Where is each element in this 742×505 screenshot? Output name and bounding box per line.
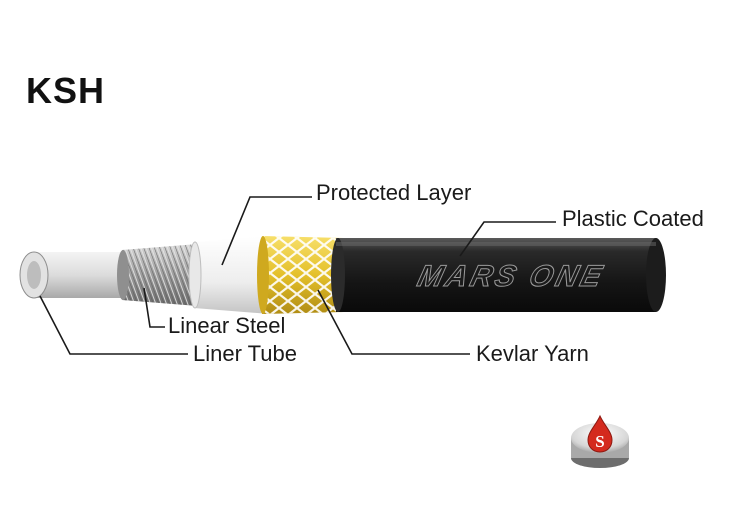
leader-linear-steel bbox=[143, 287, 165, 328]
leader-lines bbox=[39, 196, 556, 355]
liner-tube-segment bbox=[19, 251, 130, 299]
leader-liner-tube bbox=[39, 295, 188, 355]
plastic-coated-jacket bbox=[331, 238, 666, 312]
protected-layer-segment bbox=[188, 236, 270, 314]
drop-icon bbox=[587, 414, 613, 453]
label-protected-layer: Protected Layer bbox=[316, 180, 472, 205]
label-plastic-coated: Plastic Coated bbox=[562, 206, 704, 231]
page-title: KSH bbox=[26, 70, 106, 111]
linear-steel-segment bbox=[117, 244, 198, 306]
leader-kevlar-yarn bbox=[317, 289, 470, 355]
brand-logo: S bbox=[571, 414, 629, 468]
leader-protected-layer bbox=[221, 196, 312, 266]
logo-letter: S bbox=[595, 432, 604, 451]
kevlar-yarn-segment bbox=[257, 236, 344, 314]
cable-brand-print: MARS ONE bbox=[414, 259, 608, 292]
label-linear-steel: Linear Steel bbox=[168, 313, 286, 338]
label-liner-tube: Liner Tube bbox=[193, 341, 297, 366]
label-kevlar-yarn: Kevlar Yarn bbox=[476, 341, 589, 366]
leader-plastic-coated bbox=[459, 221, 556, 257]
